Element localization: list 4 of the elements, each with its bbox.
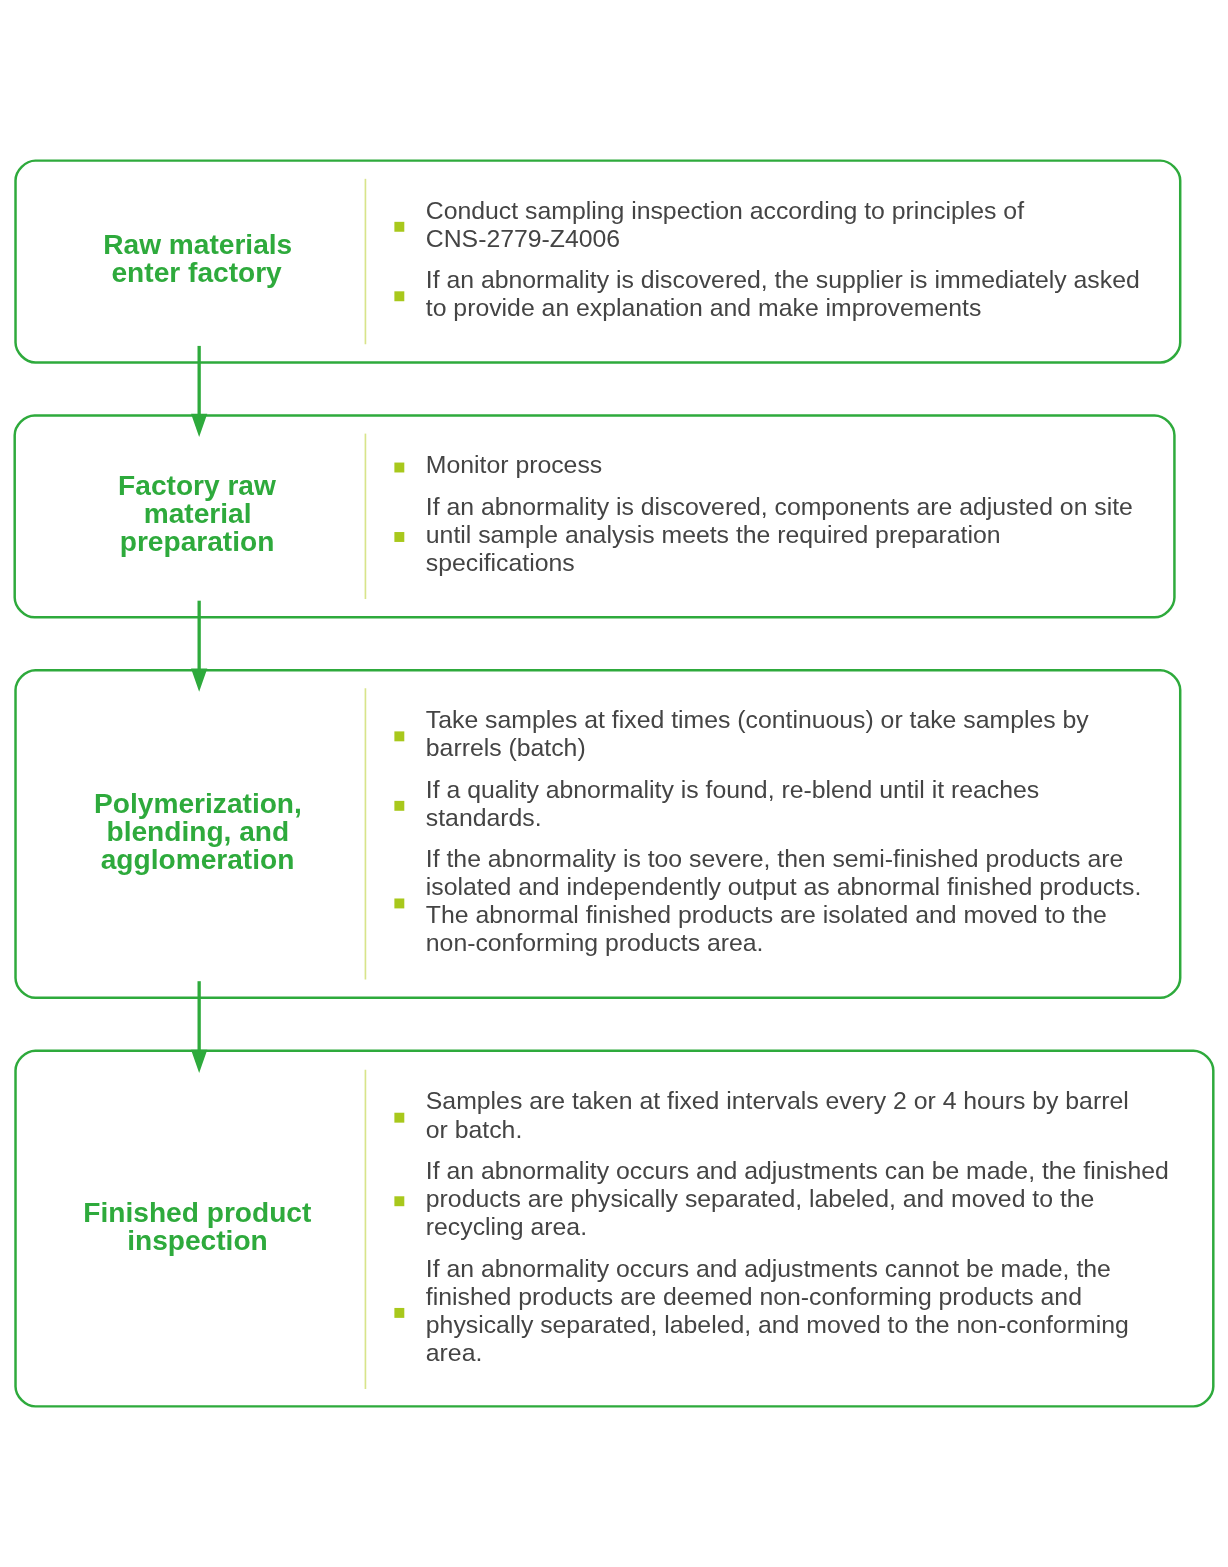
arrow — [191, 345, 208, 437]
node-box: Raw materials enter factory Conduct sampling inspection according to principles of CNS-2779-Z4006 If an abnormality is discovered, the supplier is immediately asked to provide an explanation and make improvements — [14, 159, 1182, 364]
arrow — [191, 981, 208, 1074]
arrow — [191, 600, 208, 692]
